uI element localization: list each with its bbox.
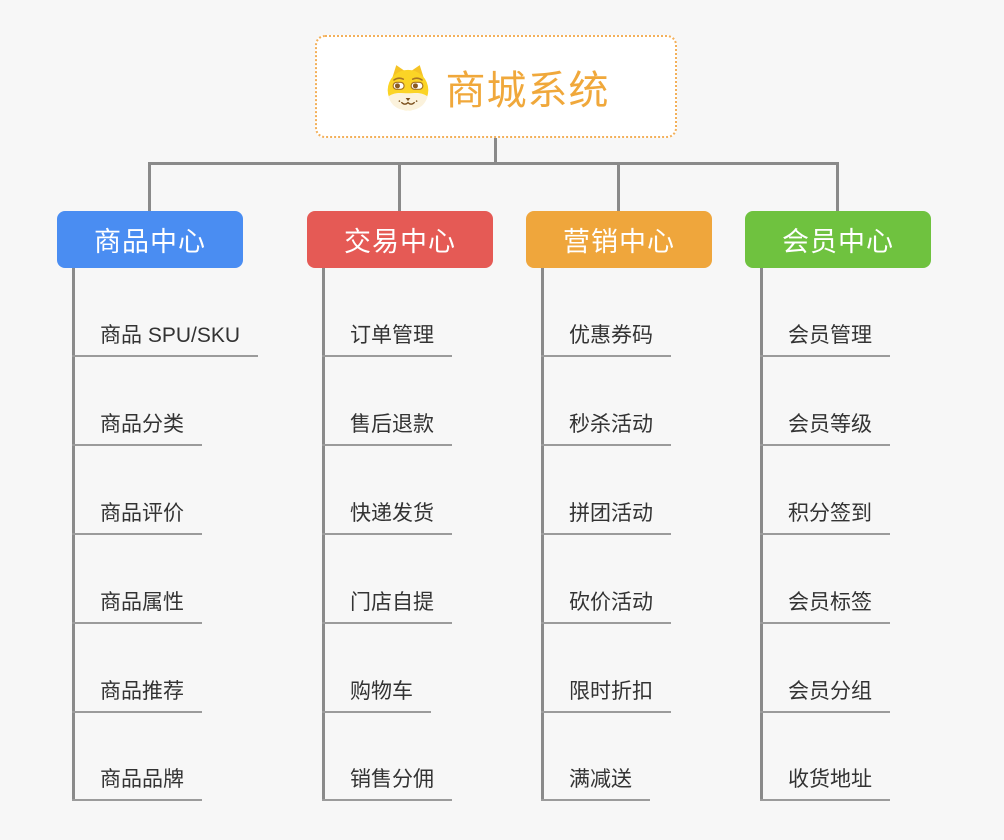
doge-icon — [383, 62, 433, 112]
branch-box-product-center[interactable]: 商品中心 — [57, 211, 243, 268]
child-node[interactable]: 会员标签 — [760, 590, 890, 624]
child-node[interactable]: 购物车 — [322, 679, 431, 713]
branch-items: 订单管理 售后退款 快递发货 门店自提 购物车 销售分佣 — [322, 211, 622, 840]
child-node[interactable]: 销售分佣 — [322, 767, 452, 801]
child-node[interactable]: 会员等级 — [760, 412, 890, 446]
child-node[interactable]: 限时折扣 — [541, 679, 671, 713]
child-node[interactable]: 优惠券码 — [541, 323, 671, 357]
child-node[interactable]: 商品推荐 — [72, 679, 202, 713]
child-node[interactable]: 快递发货 — [322, 501, 452, 535]
child-node[interactable]: 秒杀活动 — [541, 412, 671, 446]
branch-trade-center: 交易中心 订单管理 售后退款 快递发货 门店自提 购物车 销售分佣 — [307, 211, 493, 840]
child-node[interactable]: 售后退款 — [322, 412, 452, 446]
connector-drop-trade — [398, 162, 401, 211]
connector-drop-marketing — [617, 162, 620, 211]
branch-items: 优惠券码 秒杀活动 拼团活动 砍价活动 限时折扣 满减送 — [541, 211, 841, 840]
child-node[interactable]: 商品属性 — [72, 590, 202, 624]
connector-drop-member — [836, 162, 839, 211]
branch-box-trade-center[interactable]: 交易中心 — [307, 211, 493, 268]
root-node[interactable]: 商城系统 — [315, 35, 677, 138]
child-node[interactable]: 商品分类 — [72, 412, 202, 446]
root-title: 商城系统 — [445, 68, 610, 113]
child-node[interactable]: 拼团活动 — [541, 501, 671, 535]
child-node[interactable]: 收货地址 — [760, 767, 890, 801]
child-node[interactable]: 商品评价 — [72, 501, 202, 535]
child-node[interactable]: 满减送 — [541, 767, 650, 801]
branch-box-marketing-center[interactable]: 营销中心 — [526, 211, 712, 268]
branch-items: 会员管理 会员等级 积分签到 会员标签 会员分组 收货地址 — [760, 211, 1004, 840]
branch-box-member-center[interactable]: 会员中心 — [745, 211, 931, 268]
branch-marketing-center: 营销中心 优惠券码 秒杀活动 拼团活动 砍价活动 限时折扣 满减送 — [526, 211, 712, 840]
child-node[interactable]: 砍价活动 — [541, 590, 671, 624]
branch-items: 商品 SPU/SKU 商品分类 商品评价 商品属性 商品推荐 商品品牌 — [72, 211, 372, 840]
child-node[interactable]: 会员分组 — [760, 679, 890, 713]
branch-member-center: 会员中心 会员管理 会员等级 积分签到 会员标签 会员分组 收货地址 — [745, 211, 931, 840]
connector-drop-product — [148, 162, 151, 211]
branch-product-center: 商品中心 商品 SPU/SKU 商品分类 商品评价 商品属性 商品推荐 商品品牌 — [57, 211, 259, 840]
child-node[interactable]: 商品 SPU/SKU — [72, 323, 259, 357]
connector-root-stub — [494, 138, 497, 164]
child-node[interactable]: 积分签到 — [760, 501, 890, 535]
child-node[interactable]: 订单管理 — [322, 323, 452, 357]
connector-rail — [148, 162, 839, 165]
child-node[interactable]: 商品品牌 — [72, 767, 202, 801]
child-node[interactable]: 门店自提 — [322, 590, 452, 624]
child-node[interactable]: 会员管理 — [760, 323, 890, 357]
